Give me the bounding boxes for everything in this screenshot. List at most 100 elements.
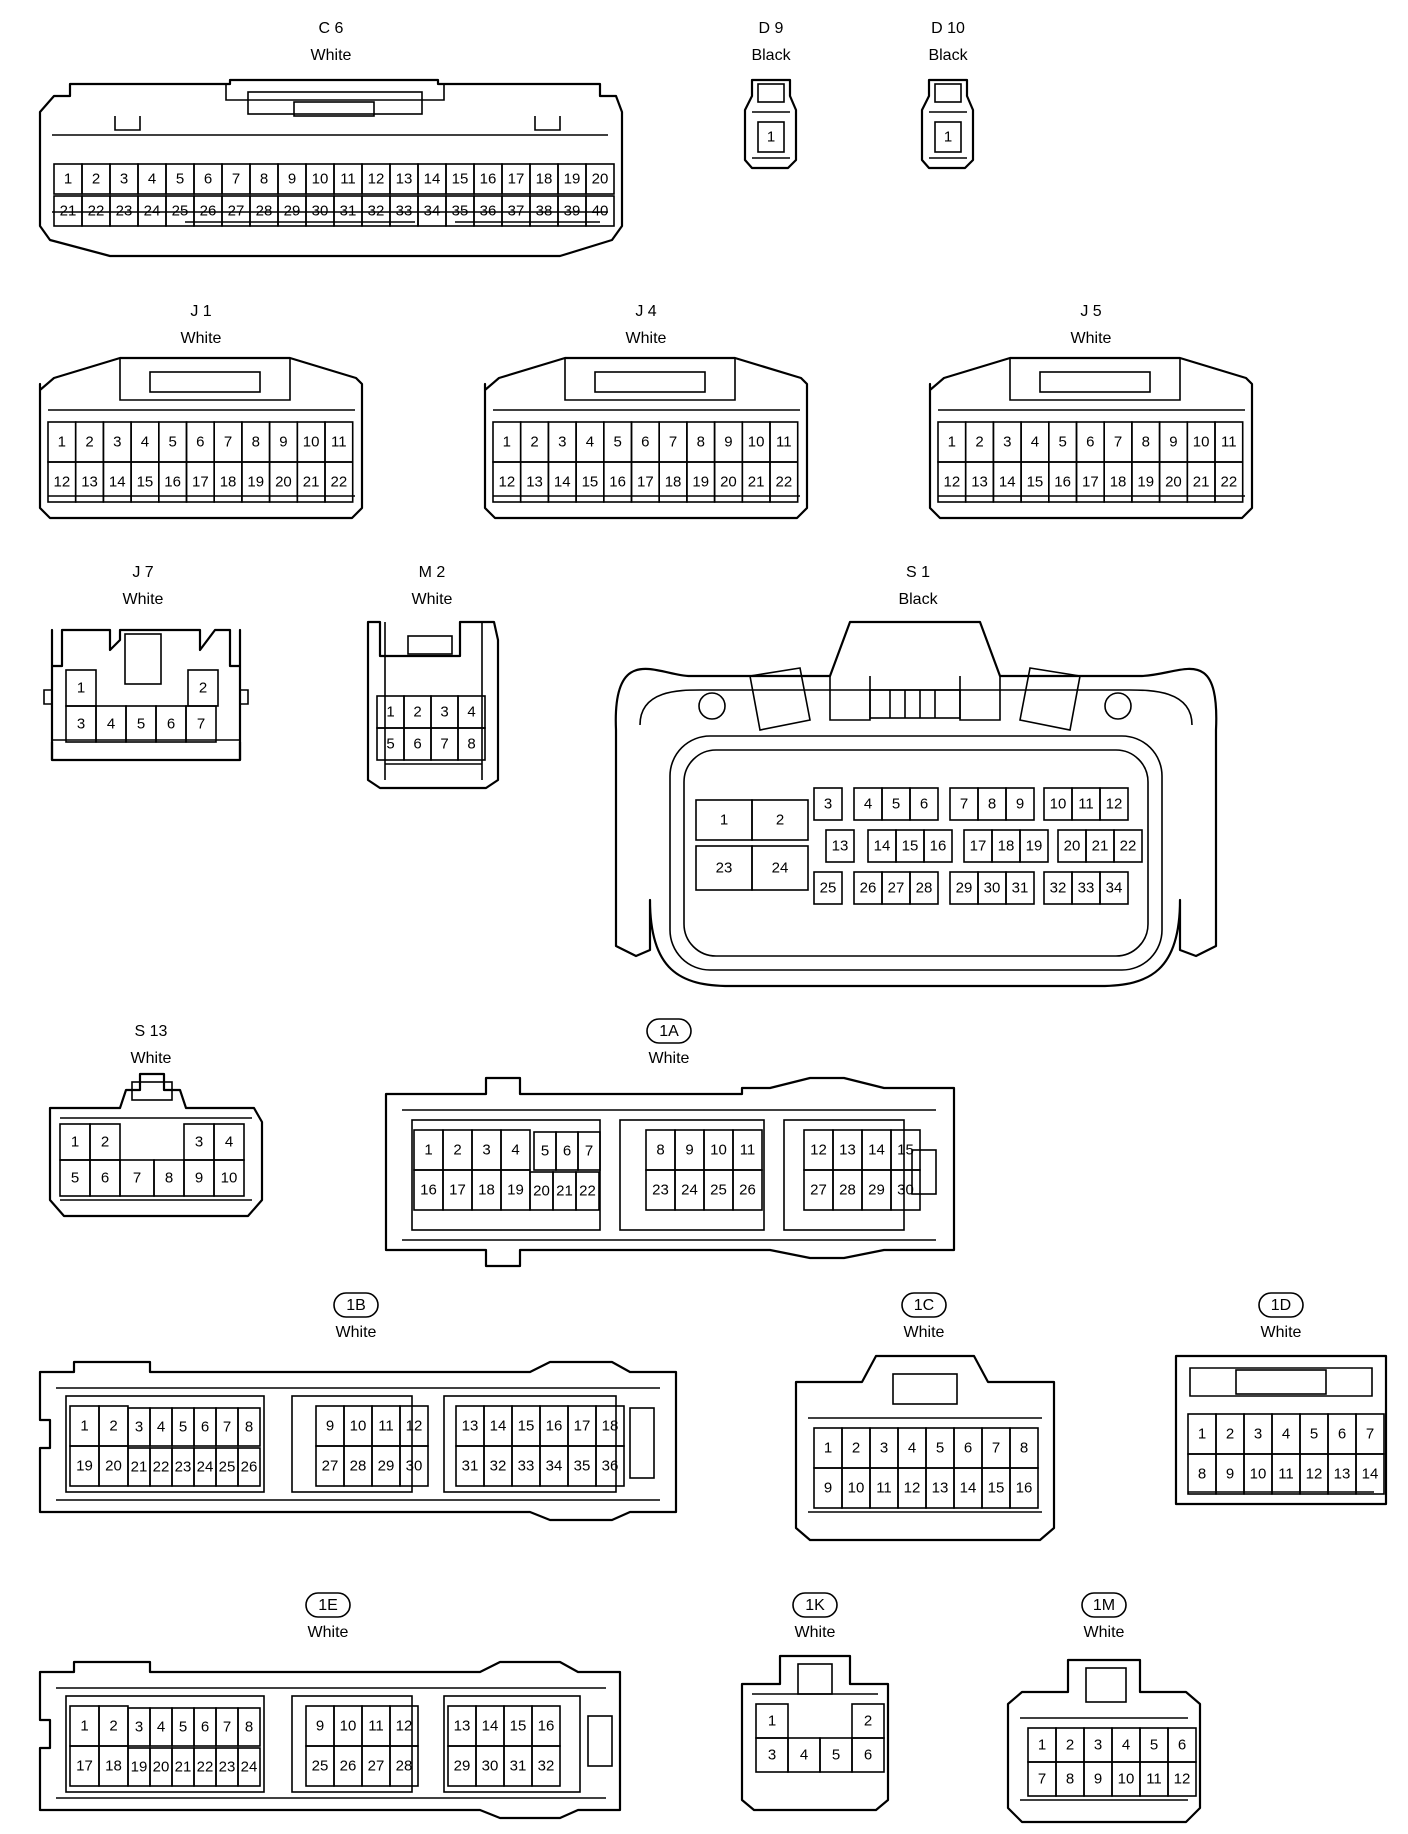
pin-number: 20 <box>153 1759 170 1776</box>
pin-number: 24 <box>197 1459 214 1476</box>
pin-number: 12 <box>904 1480 921 1497</box>
pin-number: 9 <box>824 1480 832 1497</box>
pin-number: 39 <box>564 203 581 220</box>
pin-number: 14 <box>874 838 891 855</box>
pin-number: 18 <box>105 1758 122 1775</box>
pin-number: 7 <box>223 1719 231 1736</box>
pin-number: 16 <box>420 1182 437 1199</box>
pin-cell <box>531 1745 561 1787</box>
pin-number: 28 <box>256 203 273 220</box>
connector-d10-pins: 1 <box>934 121 962 153</box>
pin-number: 6 <box>641 434 649 451</box>
connector-1e-code: 1E <box>318 1597 338 1614</box>
pin-number: 35 <box>452 203 469 220</box>
pin-number: 19 <box>76 1458 93 1475</box>
pin-number: 1 <box>948 434 956 451</box>
pin-number: 8 <box>1142 434 1150 451</box>
pin-number: 26 <box>860 880 877 897</box>
pin-number: 5 <box>137 716 145 733</box>
pin-number: 16 <box>609 474 626 491</box>
pin-number: 20 <box>1064 838 1081 855</box>
pin-number: 21 <box>60 203 77 220</box>
pin-number: 13 <box>832 838 849 855</box>
pin-cell <box>757 121 785 153</box>
pin-number: 17 <box>574 1418 591 1435</box>
connector-d9-code: D 9 <box>759 20 784 37</box>
pin-cell <box>324 461 354 503</box>
pin-cell <box>909 787 939 821</box>
pin-number: 33 <box>518 1458 535 1475</box>
connector-c6-shell <box>38 78 624 258</box>
pin-number: 6 <box>920 796 928 813</box>
pin-number: 10 <box>1193 434 1210 451</box>
connector-1m-code-frame <box>1081 1592 1127 1618</box>
pin-number: 11 <box>1278 1466 1294 1483</box>
pin-number: 23 <box>652 1182 669 1199</box>
pin-number: 4 <box>800 1747 808 1764</box>
pin-number: 34 <box>1106 880 1123 897</box>
pin-number: 22 <box>331 474 348 491</box>
pin-number: 18 <box>536 171 553 188</box>
pin-number: 1 <box>824 1440 832 1457</box>
pin-number: 14 <box>554 474 571 491</box>
connector-1k-code: 1K <box>805 1597 825 1614</box>
connector-1b-code: 1B <box>346 1297 366 1314</box>
connector-1b-code-frame <box>333 1292 379 1318</box>
pin-number: 9 <box>1094 1771 1102 1788</box>
pin-number: 10 <box>340 1718 357 1735</box>
pin-number: 11 <box>331 434 347 451</box>
connector-1e-color: White <box>308 1624 349 1641</box>
pin-number: 15 <box>988 1480 1005 1497</box>
pin-number: 13 <box>526 474 543 491</box>
connector-m2-code: M 2 <box>419 564 446 581</box>
pin-number: 26 <box>241 1459 258 1476</box>
pin-number: 6 <box>964 1440 972 1457</box>
pin-number: 9 <box>1226 1466 1234 1483</box>
connector-s1-shell <box>614 620 1218 988</box>
pin-number: 13 <box>932 1480 949 1497</box>
connector-1d-code: 1D <box>1271 1297 1291 1314</box>
pin-number: 3 <box>1003 434 1011 451</box>
pin-number: 15 <box>1027 474 1044 491</box>
pin-number: 36 <box>480 203 497 220</box>
pin-number: 20 <box>720 474 737 491</box>
pin-number: 7 <box>585 1143 593 1160</box>
pin-number: 3 <box>824 796 832 813</box>
connector-1d-shell <box>1174 1354 1388 1506</box>
pin-number: 6 <box>1338 1426 1346 1443</box>
pin-number: 36 <box>602 1458 619 1475</box>
pin-number: 13 <box>462 1418 479 1435</box>
pin-number: 21 <box>1092 838 1109 855</box>
connector-c6-code: C 6 <box>319 20 344 37</box>
pin-number: 7 <box>232 171 240 188</box>
pin-number: 1 <box>58 434 66 451</box>
pin-number: 1 <box>767 129 775 146</box>
pin-cell <box>813 787 843 821</box>
pin-cell <box>213 1159 245 1197</box>
pin-number: 22 <box>1120 838 1137 855</box>
pin-number: 16 <box>1054 474 1071 491</box>
pin-number: 6 <box>413 736 421 753</box>
pin-number: 2 <box>453 1142 461 1159</box>
pin-number: 9 <box>1016 796 1024 813</box>
connector-1a-color: White <box>649 1050 690 1067</box>
pin-number: 8 <box>988 796 996 813</box>
pin-number: 30 <box>406 1458 423 1475</box>
pin-number: 3 <box>113 434 121 451</box>
pin-number: 3 <box>135 1419 143 1436</box>
pin-number: 4 <box>511 1142 519 1159</box>
connector-m2-shell <box>366 620 500 790</box>
connector-1c-shell <box>794 1354 1056 1542</box>
pin-number: 2 <box>413 704 421 721</box>
pin-number: 5 <box>1310 1426 1318 1443</box>
pin-number: 19 <box>247 474 264 491</box>
pin-number: 17 <box>508 171 525 188</box>
pin-number: 21 <box>175 1759 192 1776</box>
connector-d9-color: Black <box>751 47 791 64</box>
pin-number: 2 <box>101 1134 109 1151</box>
pin-number: 23 <box>219 1759 236 1776</box>
pin-cell <box>185 705 217 743</box>
pin-number: 9 <box>279 434 287 451</box>
